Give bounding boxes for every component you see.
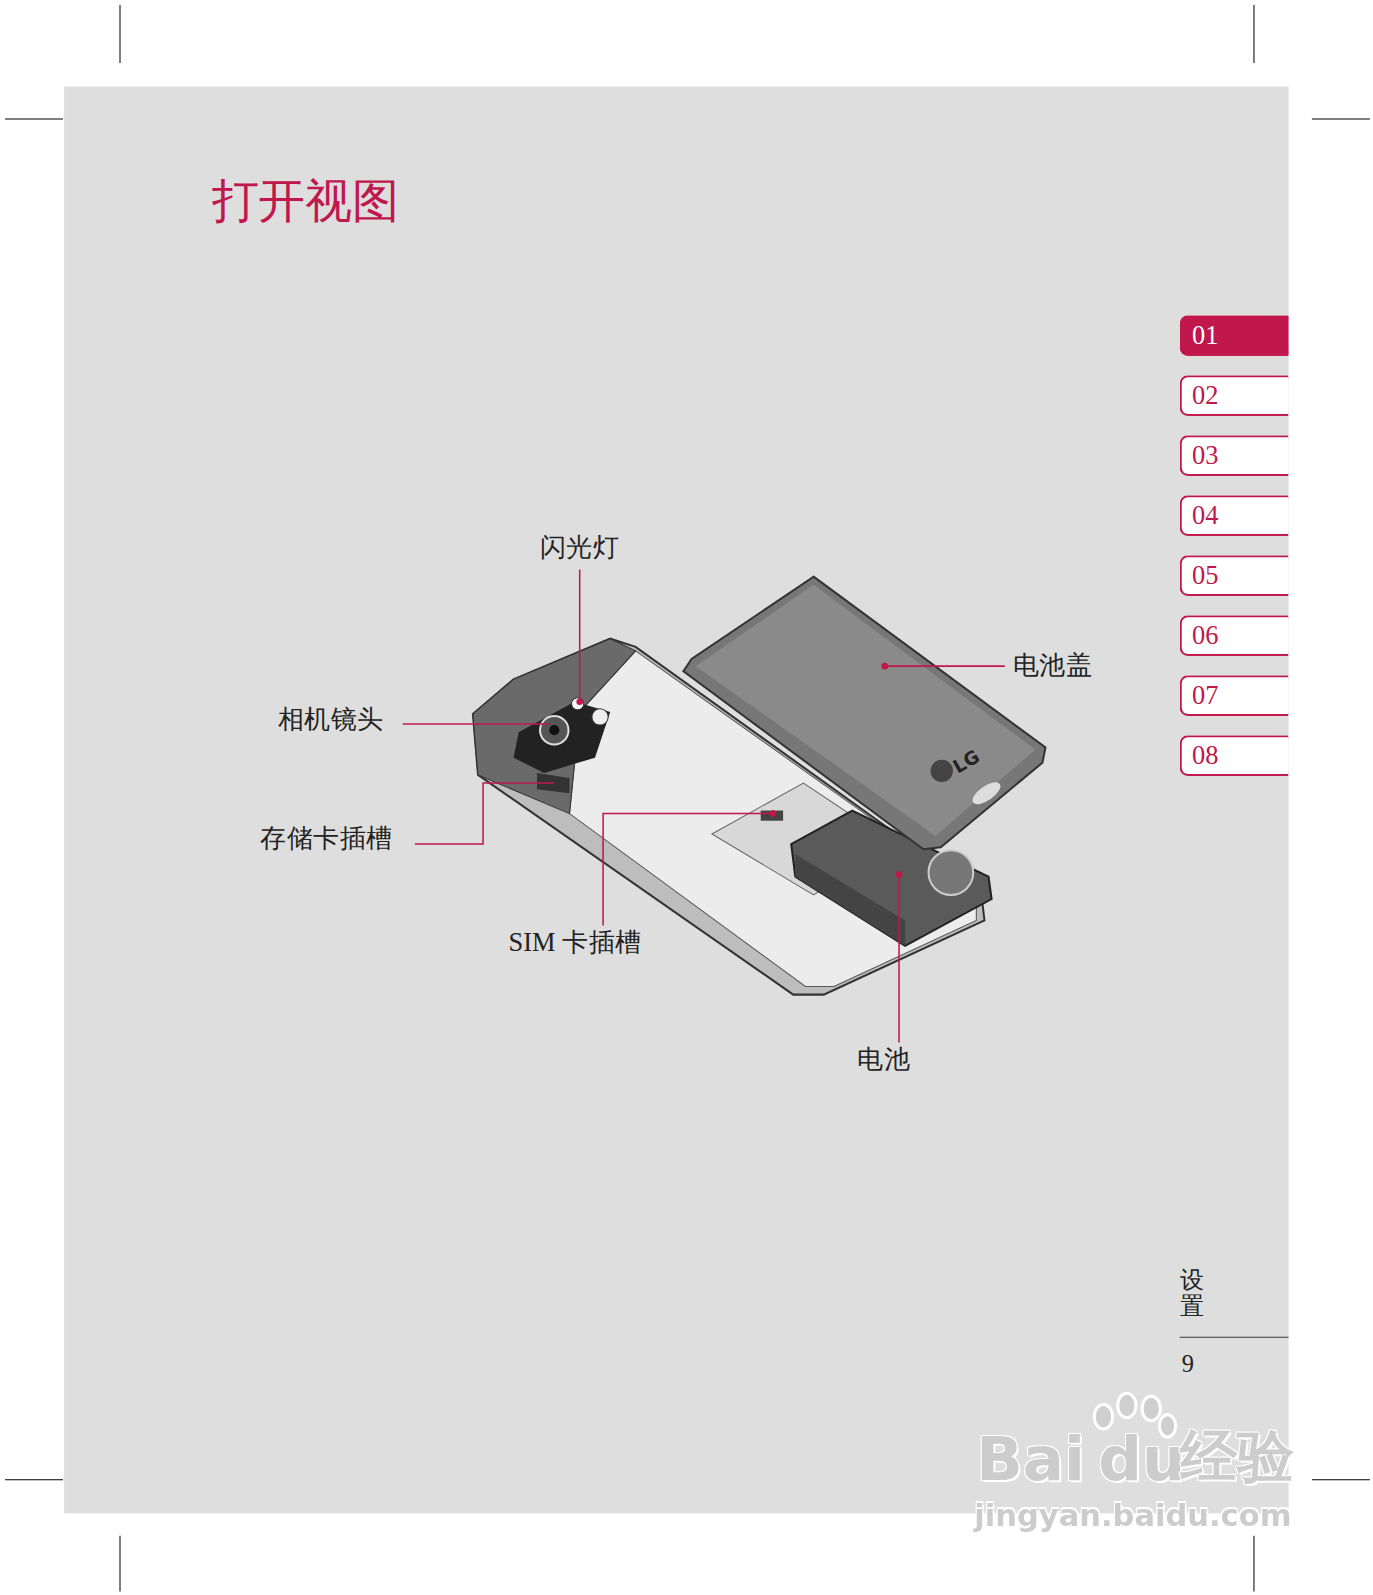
part-label: SIM 卡插槽 [508, 926, 641, 958]
tab-number: 03 [1182, 437, 1289, 474]
crop-marks [5, 5, 1370, 1592]
page-number: 9 [1182, 1350, 1194, 1379]
tab-number: 06 [1182, 617, 1289, 654]
part-label: 闪光灯 [540, 532, 619, 564]
chapter-tab: 08 [1180, 735, 1289, 776]
tab-number: 05 [1182, 557, 1289, 594]
chapter-tab: 02 [1180, 375, 1289, 416]
tab-number: 08 [1182, 737, 1289, 774]
chapter-tab: 07 [1180, 675, 1289, 716]
footer-rule [1180, 1337, 1289, 1338]
watermark: jingyan.baidu.com [974, 1497, 1291, 1534]
watermark: Bai [976, 1422, 1085, 1495]
phone-illustration [473, 577, 1046, 995]
chapter-tab: 06 [1180, 615, 1289, 656]
part-label: 相机镜头 [278, 704, 384, 736]
part-label: 电池盖 [1013, 650, 1092, 682]
chapter-tab: 01 [1180, 315, 1289, 356]
chapter-tab: 05 [1180, 555, 1289, 596]
part-label: 电池 [857, 1043, 910, 1075]
watermark: du [1098, 1422, 1185, 1495]
grey-panel [64, 86, 1288, 1513]
leader-lines [403, 570, 1005, 1043]
chapter-tab: 04 [1180, 495, 1289, 536]
tab-number: 02 [1182, 377, 1289, 414]
part-label: 存储卡插槽 [260, 823, 392, 855]
tab-number: 04 [1182, 497, 1289, 534]
section-name: 设置 [1180, 1266, 1204, 1320]
tab-number: 07 [1182, 677, 1289, 714]
tab-number: 01 [1182, 317, 1289, 354]
watermark: 经验 [1180, 1422, 1294, 1490]
page-title: 打开视图 [212, 173, 399, 229]
chapter-tab: 03 [1180, 435, 1289, 476]
